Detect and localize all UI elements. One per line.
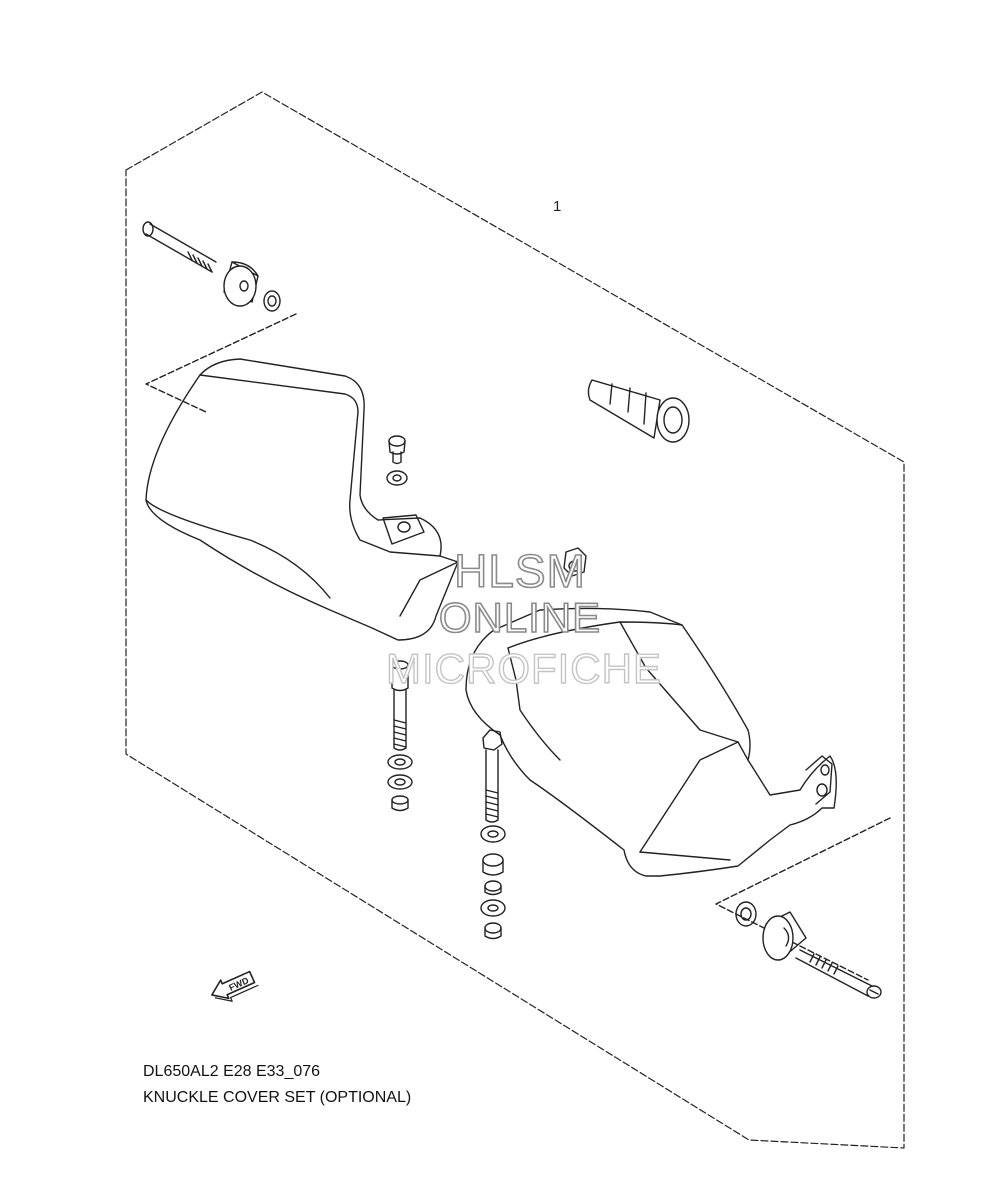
left-knuckle-cover [145, 358, 459, 641]
watermark-line-1: HLSM [453, 545, 586, 597]
small-screw [388, 435, 406, 465]
lower-washer [735, 901, 757, 927]
diagram-title: KNUCKLE COVER SET (OPTIONAL) [143, 1089, 412, 1106]
right-bolt-cap-nut [484, 922, 502, 940]
right-knuckle-cover [465, 607, 837, 877]
diagram-code: DL650AL2 E28 E33_076 [143, 1063, 321, 1080]
right-bolt-washer-2 [480, 899, 506, 917]
upper-spacer [223, 261, 259, 307]
watermark-line-2: ONLINE [438, 594, 602, 641]
left-bolt-washer-2 [387, 774, 413, 790]
small-washer [386, 470, 408, 486]
grommet [587, 379, 690, 443]
right-bolt-collar [482, 853, 504, 876]
upper-washer [263, 290, 281, 312]
watermark-line-3: MICROFICHE [385, 645, 662, 692]
right-bolt-nut [484, 880, 502, 896]
lower-bolt [795, 949, 882, 999]
right-long-bolt [482, 729, 503, 823]
assembly-frame [125, 91, 905, 1149]
right-bolt-washer-1 [480, 825, 506, 843]
fwd-arrow-icon: FWD [211, 970, 259, 1002]
left-long-bolt [391, 660, 409, 751]
part-callout-number: 1 [553, 198, 562, 215]
upper-bolt-guide [145, 313, 297, 413]
left-bolt-nut [391, 795, 409, 812]
center-nut [563, 547, 587, 577]
left-bolt-washer-1 [387, 754, 413, 770]
lower-bolt-guide [715, 817, 891, 981]
upper-bolt [142, 221, 217, 273]
lower-spacer [762, 911, 807, 961]
